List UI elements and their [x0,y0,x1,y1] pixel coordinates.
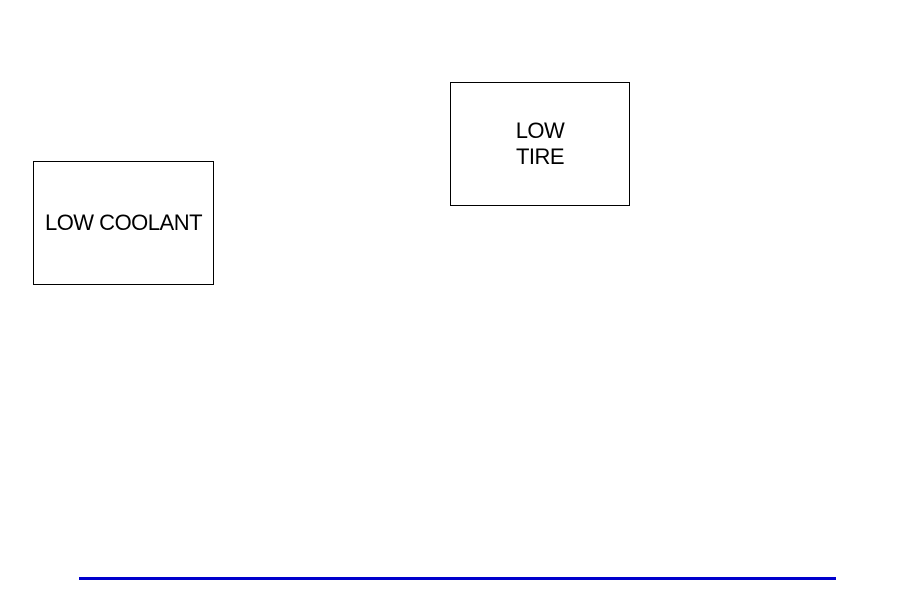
low-coolant-label: LOW COOLANT [45,210,202,236]
low-coolant-indicator: LOW COOLANT [33,161,214,285]
footer-divider [79,577,836,580]
low-tire-label-line2: TIRE [516,144,564,170]
low-tire-indicator: LOW TIRE [450,82,630,206]
low-tire-label: LOW TIRE [516,118,565,170]
low-tire-label-line1: LOW [516,118,565,144]
